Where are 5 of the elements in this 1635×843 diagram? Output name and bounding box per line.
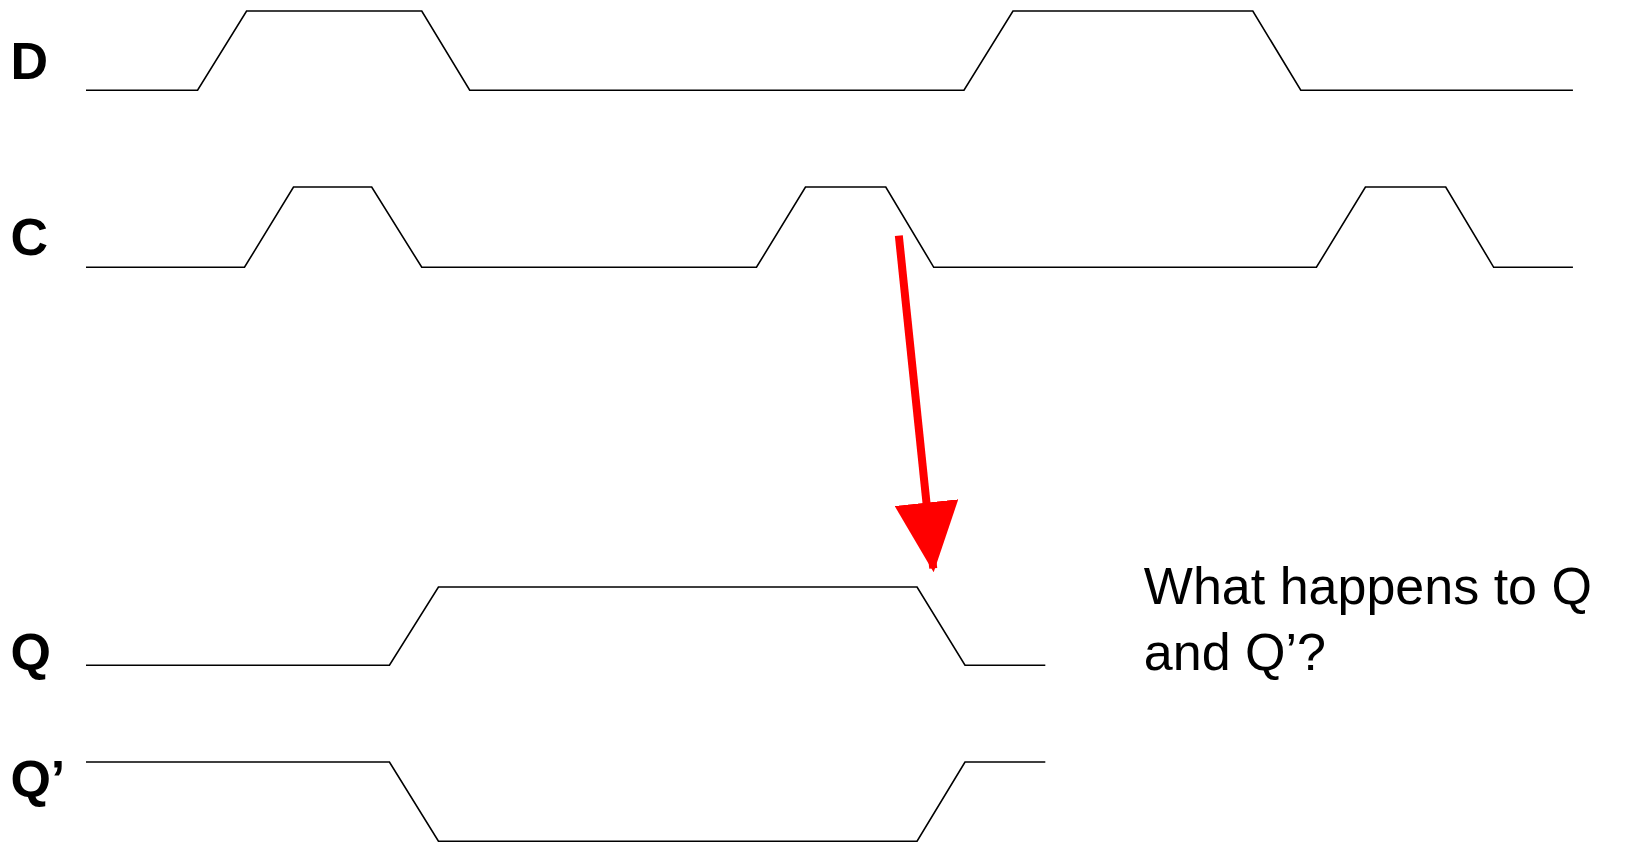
signal-label: C <box>10 210 48 263</box>
signal-label: Q <box>10 625 51 678</box>
signal-label: Q’ <box>10 752 66 805</box>
question-text: What happens to Q and Q’? <box>1143 555 1593 683</box>
signal-label: D <box>10 35 48 88</box>
